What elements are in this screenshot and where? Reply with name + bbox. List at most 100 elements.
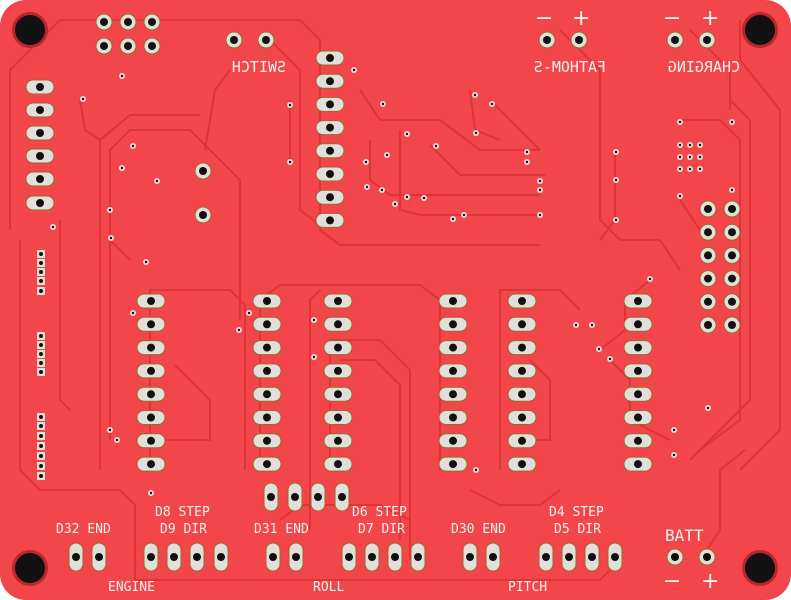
pad-hole xyxy=(449,460,457,469)
pad-hole xyxy=(39,289,43,293)
pad-hole xyxy=(269,553,277,561)
via-hole xyxy=(730,120,734,124)
pad-hole xyxy=(36,199,44,207)
pad-hole xyxy=(39,352,43,356)
silkscreen: SWITCH FATHOM-S CHARGING − + − + D32 END… xyxy=(56,6,740,595)
via-hole xyxy=(678,143,682,147)
pad-hole xyxy=(703,36,711,44)
via-hole xyxy=(381,102,385,106)
label-charging: CHARGING xyxy=(668,58,740,76)
via-hole xyxy=(312,355,316,359)
pad-hole xyxy=(518,460,526,469)
pad-hole xyxy=(39,424,43,428)
pad-hole xyxy=(100,18,108,26)
label-d5-dir: D5 DIR xyxy=(554,522,601,537)
pad-hole xyxy=(728,205,736,213)
via-hole xyxy=(538,188,542,192)
pad-hole xyxy=(263,343,271,352)
label-d8-step: D8 STEP xyxy=(155,505,210,520)
mounting-hole xyxy=(745,15,775,45)
via-hole xyxy=(648,277,652,281)
pad-hole xyxy=(704,205,712,213)
pad-hole xyxy=(263,297,271,305)
pad-hole xyxy=(72,553,80,561)
via-hole xyxy=(698,143,702,147)
via-hole xyxy=(538,179,542,183)
pad-hole xyxy=(634,343,642,352)
pad-hole xyxy=(489,553,497,561)
via-hole xyxy=(688,167,692,171)
via-hole xyxy=(247,311,251,315)
pad-hole xyxy=(334,413,342,422)
pad-hole xyxy=(326,193,334,202)
batt-plus-label: + xyxy=(701,569,719,594)
pad-hole xyxy=(518,297,526,305)
pad-hole xyxy=(147,390,155,399)
pad-hole xyxy=(39,434,43,438)
pad-hole xyxy=(518,390,526,399)
pad-hole xyxy=(147,320,155,329)
label-d6-step: D6 STEP xyxy=(352,505,407,520)
label-d4-step: D4 STEP xyxy=(549,505,604,520)
via-hole xyxy=(149,491,153,495)
via-hole xyxy=(405,195,409,199)
pad-hole xyxy=(334,436,342,445)
via-hole xyxy=(131,144,135,148)
via-hole xyxy=(590,323,594,327)
charging-plus-label: + xyxy=(701,6,719,31)
via-hole xyxy=(109,236,113,240)
pad-hole xyxy=(634,297,642,305)
pad-hole xyxy=(334,343,342,352)
pad-hole xyxy=(199,167,207,175)
pad-hole xyxy=(334,320,342,329)
pad-hole xyxy=(518,320,526,329)
pad-hole xyxy=(338,493,346,501)
mounting-hole xyxy=(15,15,45,45)
label-d30-end: D30 END xyxy=(451,522,506,537)
pad-hole xyxy=(391,553,399,561)
pad-hole xyxy=(334,390,342,399)
via-hole xyxy=(474,468,478,472)
via-layer xyxy=(50,67,735,496)
via-hole xyxy=(574,323,578,327)
via-hole xyxy=(364,160,368,164)
via-hole xyxy=(614,178,618,182)
pad-hole xyxy=(334,460,342,469)
label-fathom: FATHOM-S xyxy=(534,58,606,76)
via-hole xyxy=(678,120,682,124)
pad-hole xyxy=(518,343,526,352)
pad-hole xyxy=(263,366,271,375)
via-hole xyxy=(288,103,292,107)
via-hole xyxy=(393,202,397,206)
pad-hole xyxy=(634,436,642,445)
pad-hole xyxy=(671,553,679,561)
via-hole xyxy=(678,167,682,171)
pad-hole xyxy=(39,334,43,338)
pad-hole xyxy=(728,321,736,329)
pad-hole xyxy=(634,366,642,375)
pad-hole xyxy=(518,413,526,422)
pad-hole xyxy=(414,553,422,561)
via-hole xyxy=(131,311,135,315)
label-roll: ROLL xyxy=(313,580,344,595)
pad-hole xyxy=(326,100,334,109)
via-hole xyxy=(525,150,529,154)
pad-hole xyxy=(263,413,271,422)
via-hole xyxy=(473,93,477,97)
pad-hole xyxy=(148,42,156,50)
pad-hole xyxy=(634,390,642,399)
via-hole xyxy=(525,160,529,164)
via-hole xyxy=(730,188,734,192)
pad-hole xyxy=(193,553,201,561)
pad-hole xyxy=(148,18,156,26)
pad-hole xyxy=(634,413,642,422)
pad-hole xyxy=(704,321,712,329)
pad-hole xyxy=(449,343,457,352)
via-hole xyxy=(614,218,618,222)
label-d31-end: D31 END xyxy=(254,522,309,537)
via-hole xyxy=(108,208,112,212)
pad-hole xyxy=(449,390,457,399)
via-hole xyxy=(385,153,389,157)
